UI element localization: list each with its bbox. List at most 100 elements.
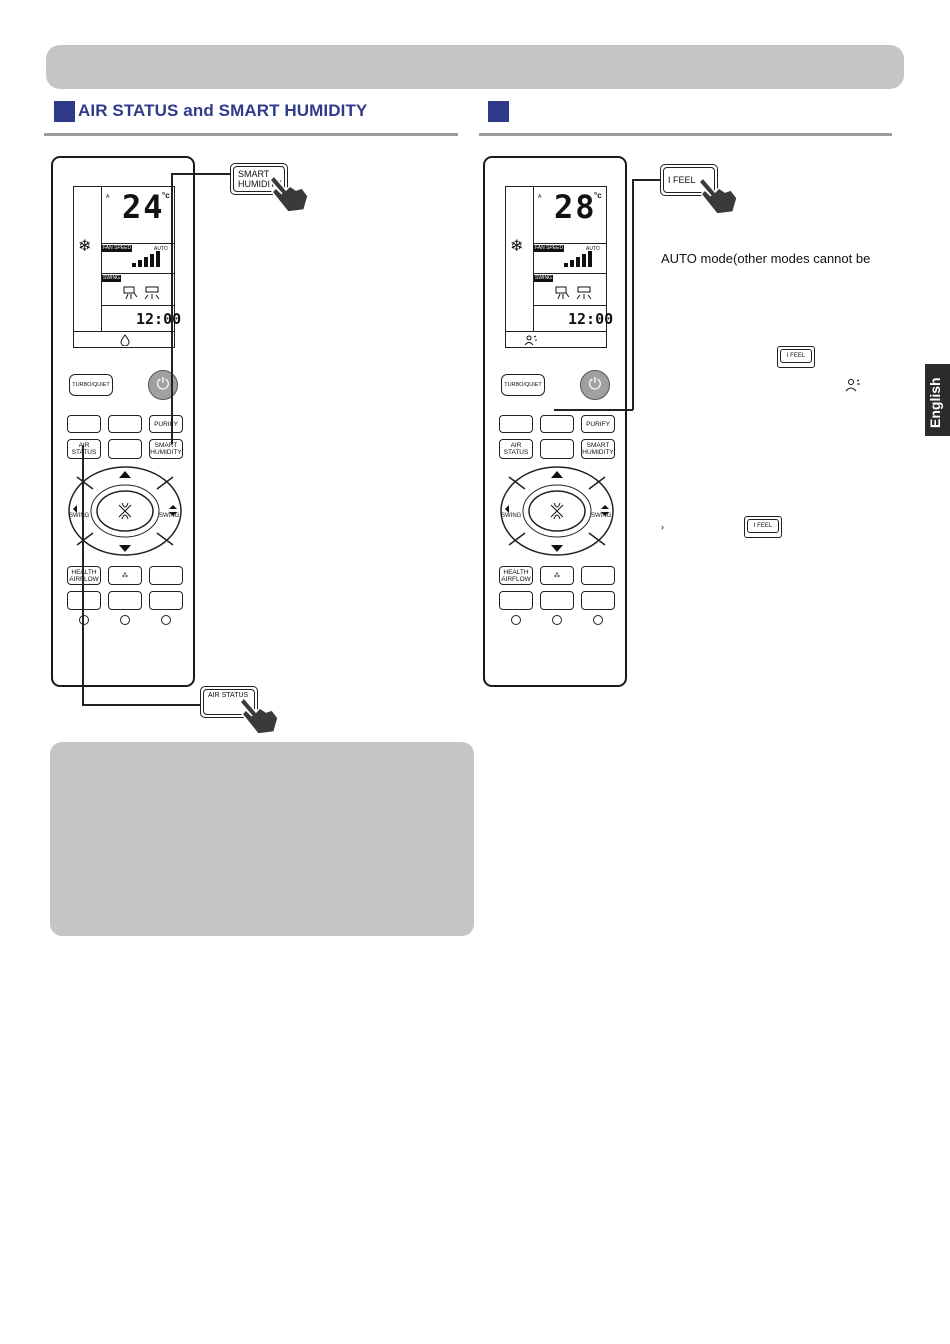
swing-label: SWING	[102, 275, 121, 282]
health-airflow-button[interactable]: HEALTH AIRFLOW	[67, 566, 101, 585]
i-feel-callout: I FEEL	[660, 164, 718, 196]
fresh-button[interactable]: ⁂	[108, 566, 142, 585]
section-marker	[488, 100, 509, 122]
button-blank-6[interactable]	[540, 591, 574, 610]
bullet-mark: ›	[661, 522, 664, 532]
cool-mode-icon: ❄	[78, 238, 92, 255]
swing-label: SWING	[534, 275, 553, 282]
button-blank-4[interactable]	[149, 566, 183, 585]
indicator-light	[161, 615, 171, 625]
direction-pad[interactable]	[499, 465, 615, 557]
auto-label: AUTO	[586, 246, 600, 252]
connector-line	[632, 179, 661, 181]
clock-display: 12:00	[136, 310, 182, 328]
language-tab-label: English	[927, 377, 943, 428]
button-blank-6[interactable]	[108, 591, 142, 610]
lcd-display: A 28 °c ❄ FAN SPEED AUTO SWING 12:00	[505, 186, 613, 348]
button-blank-1[interactable]	[499, 415, 533, 433]
i-feel-mini-label: I FEEL	[780, 349, 812, 363]
language-tab: English	[925, 364, 950, 436]
i-feel-callout-label: I FEEL	[663, 167, 715, 193]
smart-humidity-button[interactable]: SMART HUMIDITY	[149, 439, 183, 459]
air-status-button[interactable]: AIR STATUS	[499, 439, 533, 459]
temperature-unit: °c	[594, 191, 602, 200]
button-blank-7[interactable]	[581, 591, 615, 610]
indicator-light	[79, 615, 89, 625]
smart-humidity-button[interactable]: SMART HUMIDITY	[581, 439, 615, 459]
temperature-unit: °c	[162, 191, 170, 200]
swing-right-label: SWING	[591, 513, 612, 519]
purify-button[interactable]: PURIFY	[581, 415, 615, 433]
cool-mode-icon: ❄	[510, 238, 524, 255]
i-feel-mini-icon: I FEEL	[777, 346, 815, 368]
swing-right-label: SWING	[159, 513, 180, 519]
air-status-button[interactable]: AIR STATUS	[67, 439, 101, 459]
header-banner	[46, 45, 904, 89]
connector-line	[632, 179, 634, 410]
health-airflow-button[interactable]: HEALTH AIRFLOW	[499, 566, 533, 585]
fresh-button[interactable]: ⁂	[540, 566, 574, 585]
hand-pointer-icon	[238, 696, 279, 735]
remote-control-right: A 28 °c ❄ FAN SPEED AUTO SWING 12:00 TUR…	[483, 156, 627, 687]
swing-direction-icon	[555, 286, 592, 300]
left-section-rule	[44, 133, 458, 136]
button-blank-5[interactable]	[67, 591, 101, 610]
turbo-quiet-button[interactable]: TURBO/QUIET	[501, 374, 545, 396]
button-blank-7[interactable]	[149, 591, 183, 610]
indicator-light	[511, 615, 521, 625]
i-feel-mini-label: I FEEL	[747, 519, 779, 533]
hand-pointer-icon	[268, 174, 309, 213]
i-feel-button[interactable]	[540, 415, 574, 433]
swing-left-label: SWING	[69, 513, 90, 519]
direction-pad[interactable]	[67, 465, 183, 557]
fresh-icon: ⁂	[553, 572, 561, 579]
left-section-header: AIR STATUS and SMART HUMIDITY	[54, 100, 367, 122]
power-button[interactable]: ⏻	[148, 370, 178, 400]
section-marker	[54, 100, 75, 122]
right-section-header	[488, 100, 512, 122]
i-feel-person-icon	[524, 335, 537, 346]
lcd-a-indicator: A	[538, 194, 542, 200]
connector-line	[82, 445, 84, 705]
button-blank-4[interactable]	[581, 566, 615, 585]
power-icon: ⏻	[588, 376, 602, 393]
purify-button[interactable]: PURIFY	[149, 415, 183, 433]
button-blank-2[interactable]	[108, 415, 142, 433]
connector-line	[171, 173, 173, 444]
left-section-title: AIR STATUS and SMART HUMIDITY	[78, 101, 368, 120]
temperature-display: 24	[122, 188, 165, 226]
connector-line	[554, 409, 633, 411]
remote-control-left: A 24 °c ❄ FAN SPEED AUTO SWING 12:00 TUR…	[51, 156, 195, 687]
fresh-icon: ⁂	[121, 572, 129, 579]
fan-speed-bars-icon	[132, 251, 160, 267]
clock-display: 12:00	[568, 310, 614, 328]
i-feel-mini-icon: I FEEL	[744, 516, 782, 538]
auto-label: AUTO	[154, 246, 168, 252]
indicator-light	[120, 615, 130, 625]
air-status-callout-label: AIR STATUS	[203, 689, 255, 715]
swing-left-label: SWING	[501, 513, 522, 519]
fan-speed-label: FAN SPEED	[534, 245, 565, 252]
power-icon: ⏻	[156, 376, 170, 393]
button-blank-1[interactable]	[67, 415, 101, 433]
button-blank-5[interactable]	[499, 591, 533, 610]
button-blank-3[interactable]	[540, 439, 574, 459]
note-box	[50, 742, 474, 936]
indicator-light	[552, 615, 562, 625]
i-feel-person-icon	[845, 379, 860, 392]
temperature-display: 28	[554, 188, 597, 226]
smart-humidity-callout-label: SMART HUMIDITY	[233, 166, 285, 192]
power-button[interactable]: ⏻	[580, 370, 610, 400]
lcd-a-indicator: A	[106, 194, 110, 200]
fan-speed-label: FAN SPEED	[102, 245, 133, 252]
swing-direction-icon	[123, 286, 160, 300]
connector-line	[82, 704, 200, 706]
lcd-display: A 24 °c ❄ FAN SPEED AUTO SWING 12:00	[73, 186, 181, 348]
humidity-drop-icon	[120, 334, 130, 346]
indicator-light	[593, 615, 603, 625]
turbo-quiet-button[interactable]: TURBO/QUIET	[69, 374, 113, 396]
hand-pointer-icon	[697, 176, 738, 215]
auto-mode-text: AUTO mode(other modes cannot be	[661, 251, 871, 266]
fan-speed-bars-icon	[564, 251, 592, 267]
button-blank-3[interactable]	[108, 439, 142, 459]
